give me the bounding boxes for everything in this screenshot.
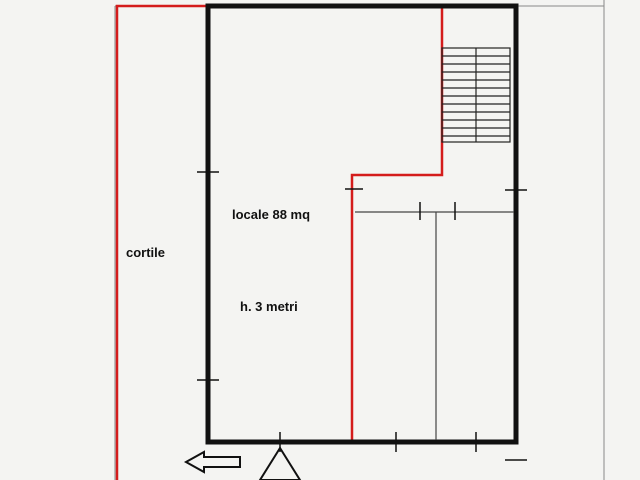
courtyard-label: cortile — [126, 245, 165, 260]
triangle-icon — [258, 446, 302, 480]
interior-partitions — [355, 211, 514, 440]
left-arrow-icon — [183, 450, 241, 474]
room-height-label: h. 3 metri — [240, 299, 298, 314]
room-area-label: locale 88 mq — [232, 207, 310, 222]
building-walls — [205, 3, 519, 445]
staircase-icon — [441, 47, 511, 143]
